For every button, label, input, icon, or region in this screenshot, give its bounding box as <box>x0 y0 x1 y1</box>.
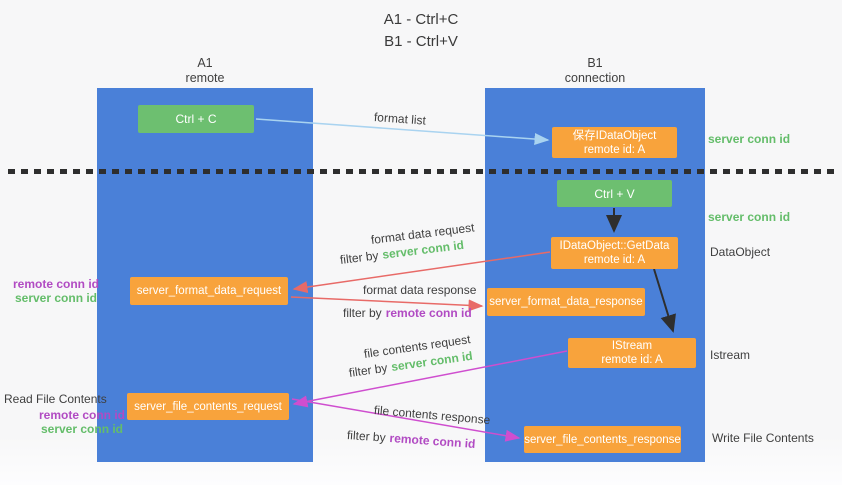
server-conn-id-label: server conn id <box>40 421 124 436</box>
diagram-title: A1 - Ctrl+C B1 - Ctrl+V <box>0 9 842 53</box>
save-idataobject-line1: 保存IDataObject <box>572 129 657 142</box>
node-idataobject-getdata: IDataObject::GetData remote id: A <box>551 237 678 269</box>
machine-boundary-divider <box>8 169 834 174</box>
server-conn-id-label: server conn id <box>14 290 98 305</box>
lane-a1-title: A1 <box>197 56 213 70</box>
format-conn-id-pair: remote conn id server conn id <box>8 277 104 305</box>
lane-b1-title: B1 <box>587 56 603 70</box>
server-format-data-request-label: server_format_data_request <box>136 285 282 297</box>
node-server-file-contents-request: server_file_contents_request <box>127 393 289 420</box>
server-conn-id-top-label: server conn id <box>708 132 791 146</box>
server-format-data-response-label: server_format_data_response <box>489 296 643 308</box>
server-conn-id-middle-label: server conn id <box>708 210 791 224</box>
lane-b1-subtitle: connection <box>564 71 626 85</box>
lane-header-a1: A1 remote <box>97 56 313 86</box>
ctrl-c-label: Ctrl + C <box>175 112 217 126</box>
read-file-contents-label: Read File Contents <box>4 392 107 406</box>
title-line-1: A1 - Ctrl+C <box>383 11 459 28</box>
dataobject-label: DataObject <box>710 245 771 259</box>
server-file-contents-request-label: server_file_contents_request <box>134 400 282 413</box>
getdata-to-istream-arrow <box>653 268 676 333</box>
server-file-contents-response-label: server_file_contents_response <box>524 433 681 446</box>
istream-side-label: Istream <box>710 348 751 362</box>
save-idataobject-line2: remote id: A <box>583 143 646 156</box>
istream-line1: IStream <box>611 340 653 352</box>
file-contents-response-arrow <box>291 398 521 442</box>
remote-conn-id-text: remote conn id <box>385 306 472 320</box>
format-data-request-arrow <box>292 251 551 294</box>
file-contents-request-arrow <box>292 350 568 408</box>
format-data-response-arrow <box>290 296 484 312</box>
istream-line2: remote id: A <box>601 354 663 366</box>
node-server-format-data-request: server_format_data_request <box>130 277 288 305</box>
remote-conn-id-label: remote conn id <box>12 277 99 291</box>
node-server-file-contents-response: server_file_contents_response <box>524 426 681 453</box>
file-conn-id-pair: remote conn id server conn id <box>34 408 130 436</box>
getdata-line1: IDataObject::GetData <box>559 240 670 252</box>
lane-header-b1: B1 connection <box>485 56 705 86</box>
getdata-line2: remote id: A <box>583 254 646 266</box>
node-istream: IStream remote id: A <box>568 338 696 368</box>
title-line-2: B1 - Ctrl+V <box>384 33 458 50</box>
write-file-contents-label: Write File Contents <box>712 431 814 445</box>
node-save-idataobject: 保存IDataObject remote id: A <box>552 127 677 158</box>
remote-conn-id-label: remote conn id <box>38 408 125 422</box>
node-ctrl-c: Ctrl + C <box>138 105 254 133</box>
filter-by-text: filter by <box>346 428 387 445</box>
node-ctrl-v: Ctrl + V <box>557 180 672 207</box>
node-server-format-data-response: server_format_data_response <box>487 288 645 316</box>
format-list-arrow <box>255 118 550 146</box>
format-data-response-label: format data response <box>363 283 477 297</box>
filter-by-text: filter by <box>343 306 382 320</box>
ctrl-v-label: Ctrl + V <box>594 186 635 201</box>
lane-a1-subtitle: remote <box>185 71 225 85</box>
